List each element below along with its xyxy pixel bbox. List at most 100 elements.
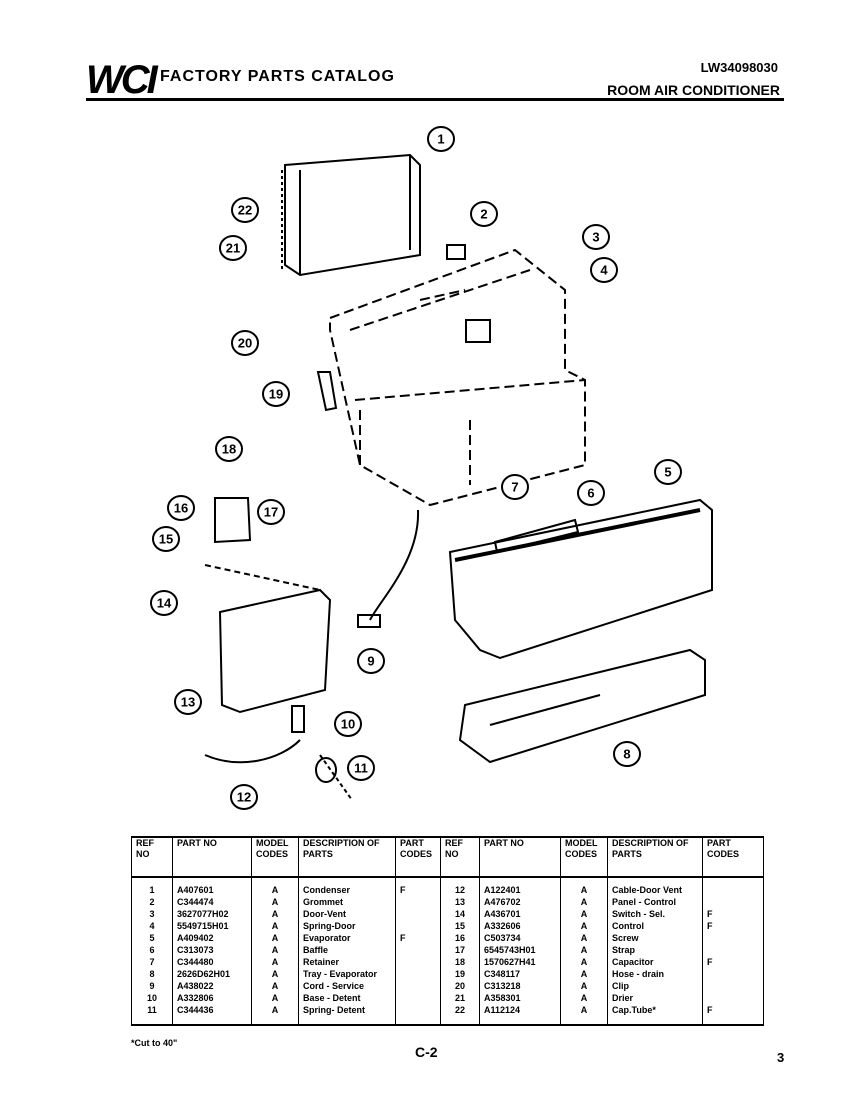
cell-model: A (560, 920, 608, 932)
cell-part: A436701 (479, 908, 561, 920)
callout-label: 11 (354, 761, 368, 776)
page-code: C-2 (415, 1044, 438, 1060)
cell-part: A332806 (172, 992, 252, 1004)
header-model-codes: MODEL CODES (251, 836, 299, 878)
callout-label: 2 (480, 207, 487, 222)
callout-16: 16 (167, 495, 195, 521)
cell-ref: 1 (131, 877, 173, 896)
callout-label: 16 (174, 501, 188, 516)
service-cord-part (369, 509, 420, 621)
cell-part: A358301 (479, 992, 561, 1004)
cell-part: A112124 (479, 1004, 561, 1026)
cell-ref: 13 (440, 896, 480, 908)
callout-15: 15 (152, 526, 180, 552)
cell-part: C344436 (172, 1004, 252, 1026)
cell-part: 6545743H01 (479, 944, 561, 956)
callout-13: 13 (174, 689, 202, 715)
cell-ref: 9 (131, 980, 173, 992)
cell-desc: Clip (607, 980, 703, 992)
footnote: *Cut to 40" (131, 1038, 178, 1048)
control-panel-part (218, 588, 332, 714)
callout-2: 2 (470, 201, 498, 227)
callout-9: 9 (357, 648, 385, 674)
cell-desc: Base - Detent (298, 992, 396, 1004)
cell-code (702, 968, 764, 980)
drain-hose-part (316, 371, 338, 412)
callout-label: 20 (238, 336, 252, 351)
cell-model: A (560, 968, 608, 980)
callout-1: 1 (427, 126, 455, 152)
cell-model: A (251, 968, 299, 980)
cell-code (702, 980, 764, 992)
cell-ref: 15 (440, 920, 480, 932)
cell-code (395, 956, 441, 968)
cell-ref: 6 (131, 944, 173, 956)
cell-part: 5549715H01 (172, 920, 252, 932)
cell-ref: 5 (131, 932, 173, 944)
cell-desc: Switch - Sel. (607, 908, 703, 920)
callout-19: 19 (262, 381, 290, 407)
callout-17: 17 (257, 499, 285, 525)
cell-code: F (702, 920, 764, 932)
header-model-codes-2: MODEL CODES (560, 836, 608, 878)
callout-label: 4 (600, 263, 608, 278)
cell-ref: 20 (440, 980, 480, 992)
cell-part: C344474 (172, 896, 252, 908)
callout-label: 12 (237, 790, 251, 805)
callout-5: 5 (654, 459, 682, 485)
callout-6: 6 (577, 480, 605, 506)
cell-desc: Spring- Detent (298, 1004, 396, 1026)
evaporator-part (448, 498, 713, 660)
callout-18: 18 (215, 436, 243, 462)
cell-part: A438022 (172, 980, 252, 992)
cell-ref: 12 (440, 877, 480, 896)
cell-desc: Baffle (298, 944, 396, 956)
cell-model: A (251, 920, 299, 932)
header-ref-no-2: REF NO (440, 836, 480, 878)
header-part-codes-2: PART CODES (702, 836, 764, 878)
callout-label: 19 (269, 387, 283, 402)
cell-desc: Screw (607, 932, 703, 944)
callout-label: 10 (341, 717, 355, 732)
cell-desc: Control (607, 920, 703, 932)
callout-14: 14 (150, 590, 178, 616)
cell-desc: Retainer (298, 956, 396, 968)
cell-part: A476702 (479, 896, 561, 908)
callout-label: 9 (367, 654, 374, 669)
callout-8: 8 (613, 741, 641, 767)
capacitor-part (214, 497, 252, 544)
cell-model: A (560, 932, 608, 944)
cell-desc: Capacitor (607, 956, 703, 968)
evaporator-tray-part (458, 648, 706, 764)
cell-part: A409402 (172, 932, 252, 944)
cell-code (395, 908, 441, 920)
cell-code (395, 920, 441, 932)
header-description-2: DESCRIPTION OF PARTS (607, 836, 703, 878)
catalog-title: FACTORY PARTS CATALOG (160, 68, 395, 85)
callout-label: 17 (264, 505, 278, 520)
callout-4: 4 (590, 257, 618, 283)
cell-part: A407601 (172, 877, 252, 896)
cell-model: A (251, 944, 299, 956)
cell-code: F (702, 1004, 764, 1026)
callout-label: 1 (437, 132, 444, 147)
callout-label: 13 (181, 695, 195, 710)
cell-code (395, 1004, 441, 1026)
cell-ref: 18 (440, 956, 480, 968)
cell-model: A (560, 944, 608, 956)
cell-part: C503734 (479, 932, 561, 944)
callout-label: 5 (664, 465, 671, 480)
callout-label: 8 (623, 747, 630, 762)
cell-code: F (395, 877, 441, 896)
callout-label: 21 (226, 241, 240, 256)
cell-code (702, 944, 764, 956)
cell-part: 3627077H02 (172, 908, 252, 920)
